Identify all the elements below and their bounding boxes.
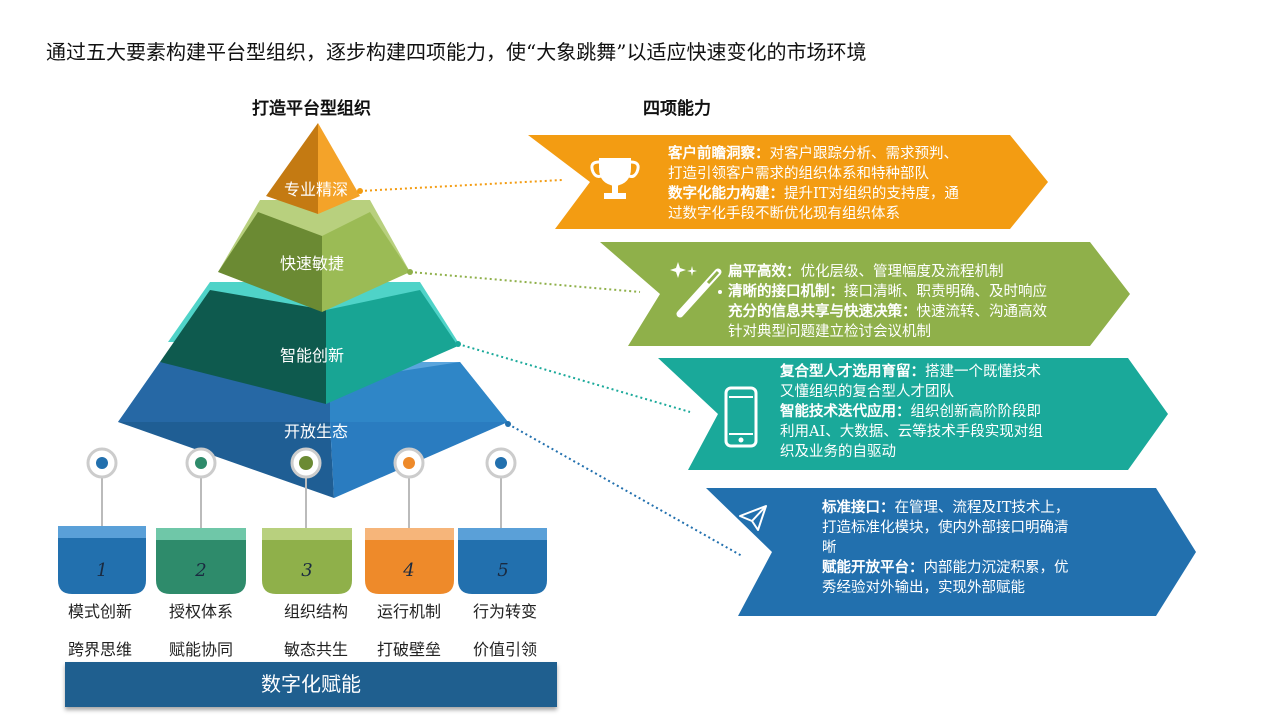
card-line: 充分的信息共享与快速决策：快速流转、沟通高效	[728, 303, 1047, 320]
capability-card-1-bg	[528, 135, 1048, 229]
pillar-pin-2	[185, 447, 217, 539]
trophy-icon	[590, 158, 640, 199]
card-line: 客户前瞻洞察：对客户跟踪分析、需求预判、	[668, 145, 958, 162]
card-line: 标准接口：在管理、流程及IT技术上，	[822, 499, 1070, 516]
pyramid-label-2: 快速敏捷	[279, 254, 344, 273]
pillar-4-line1: 运行机制	[376, 602, 441, 621]
pyramid-label-3: 智能创新	[279, 346, 344, 365]
four-capabilities-heading: 四项能力	[643, 99, 711, 119]
capability-card-3-bg	[658, 358, 1168, 470]
pillar-number-2: 2	[195, 560, 207, 581]
paper-plane-icon	[739, 505, 767, 531]
pillar-bucket-3	[262, 528, 352, 594]
pillar-pin-1	[86, 447, 118, 536]
pyramid-tier-2-left-face	[218, 212, 322, 312]
pillar-3-line2: 敏态共生	[283, 640, 348, 659]
pillar-2-line1: 授权体系	[168, 602, 233, 621]
card-line: 晰	[822, 540, 837, 556]
pyramid-tier-2-right-face	[322, 212, 410, 312]
pillar-bucket-2	[156, 528, 246, 594]
capability-card-1: 客户前瞻洞察：对客户跟踪分析、需求预判、 打造引领客户需求的组织体系和特种部队 …	[668, 144, 959, 224]
pyramid-label-1: 专业精深	[283, 180, 348, 199]
pillar-2-line2: 赋能协同	[168, 640, 233, 659]
pyramid-tier-1-right-face	[318, 123, 360, 214]
card-line: 扁平高效：优化层级、管理幅度及流程机制	[728, 263, 1004, 280]
capability-card-4-bg	[706, 488, 1196, 616]
card-line: 数字化能力构建：提升IT对组织的支持度，通	[668, 185, 959, 202]
pillar-4-line2: 打破壁垒	[376, 640, 441, 659]
pyramid-label-4: 开放生态	[283, 422, 348, 441]
card-line: 秀经验对外输出，实现外部赋能	[822, 580, 1025, 596]
card-line: 打造引领客户需求的组织体系和特种部队	[668, 166, 929, 182]
pyramid-tier-3-right-face	[326, 290, 458, 404]
pillar-bucket-1	[58, 526, 146, 594]
card-line: 智能技术迭代应用：组织创新高阶阶段即	[780, 403, 1041, 420]
card-line: 清晰的接口机制：接口清晰、职责明确、及时响应	[728, 283, 1047, 300]
capability-card-2-bg	[600, 242, 1130, 346]
smartphone-icon	[724, 386, 758, 448]
pyramid-tier-4-left	[118, 422, 334, 498]
pillar-number-4: 4	[403, 560, 415, 581]
pillar-pin-4	[393, 447, 425, 539]
card-line: 利用AI、大数据、云等技术手段实现对组	[780, 424, 1043, 440]
pyramid-tier-3-left-face	[160, 290, 326, 404]
pillar-number-1: 1	[96, 560, 108, 581]
card-line: 针对典型问题建立检讨会议机制	[728, 324, 931, 340]
pillar-1-line1: 模式创新	[67, 602, 132, 621]
pillar-3-line1: 组织结构	[283, 602, 348, 621]
pillar-pin-3	[290, 447, 322, 539]
pillar-pin-5	[485, 447, 517, 539]
card-line: 打造标准化模块，使内外部接口明确清	[822, 520, 1069, 536]
pillar-5-line1: 行为转变	[472, 602, 537, 621]
card-line: 织及业务的自驱动	[780, 444, 896, 460]
card-line: 复合型人才选用育留：搭建一个既懂技术	[780, 363, 1041, 380]
pillar-bucket-5	[458, 528, 547, 594]
pillar-5-line2: 价值引领	[472, 640, 537, 659]
capability-card-2: 扁平高效：优化层级、管理幅度及流程机制 清晰的接口机制：接口清晰、职责明确、及时…	[728, 262, 1120, 342]
magic-wand-icon	[670, 262, 722, 318]
pillar-bucket-4	[365, 528, 454, 594]
card-line: 过数字化手段不断优化现有组织体系	[668, 206, 900, 222]
pillar-number-5: 5	[497, 560, 509, 581]
pyramid-tier-1-left-face	[266, 123, 318, 214]
card-line: 又懂组织的复合型人才团队	[780, 384, 954, 400]
card-line: 赋能开放平台：内部能力沉淀积累，优	[822, 559, 1069, 576]
pillar-number-3: 3	[301, 560, 313, 581]
digital-empowerment-bar: 数字化赋能	[65, 662, 557, 707]
page-title: 通过五大要素构建平台型组织，逐步构建四项能力，使“大象跳舞”以适应快速变化的市场…	[46, 40, 867, 64]
platform-org-heading: 打造平台型组织	[252, 99, 371, 119]
pillar-1-line2: 跨界思维	[67, 640, 132, 659]
capability-card-3: 复合型人才选用育留：搭建一个既懂技术 又懂组织的复合型人才团队 智能技术迭代应用…	[780, 362, 1043, 462]
capability-card-4: 标准接口：在管理、流程及IT技术上， 打造标准化模块，使内外部接口明确清 晰 赋…	[822, 498, 1069, 598]
